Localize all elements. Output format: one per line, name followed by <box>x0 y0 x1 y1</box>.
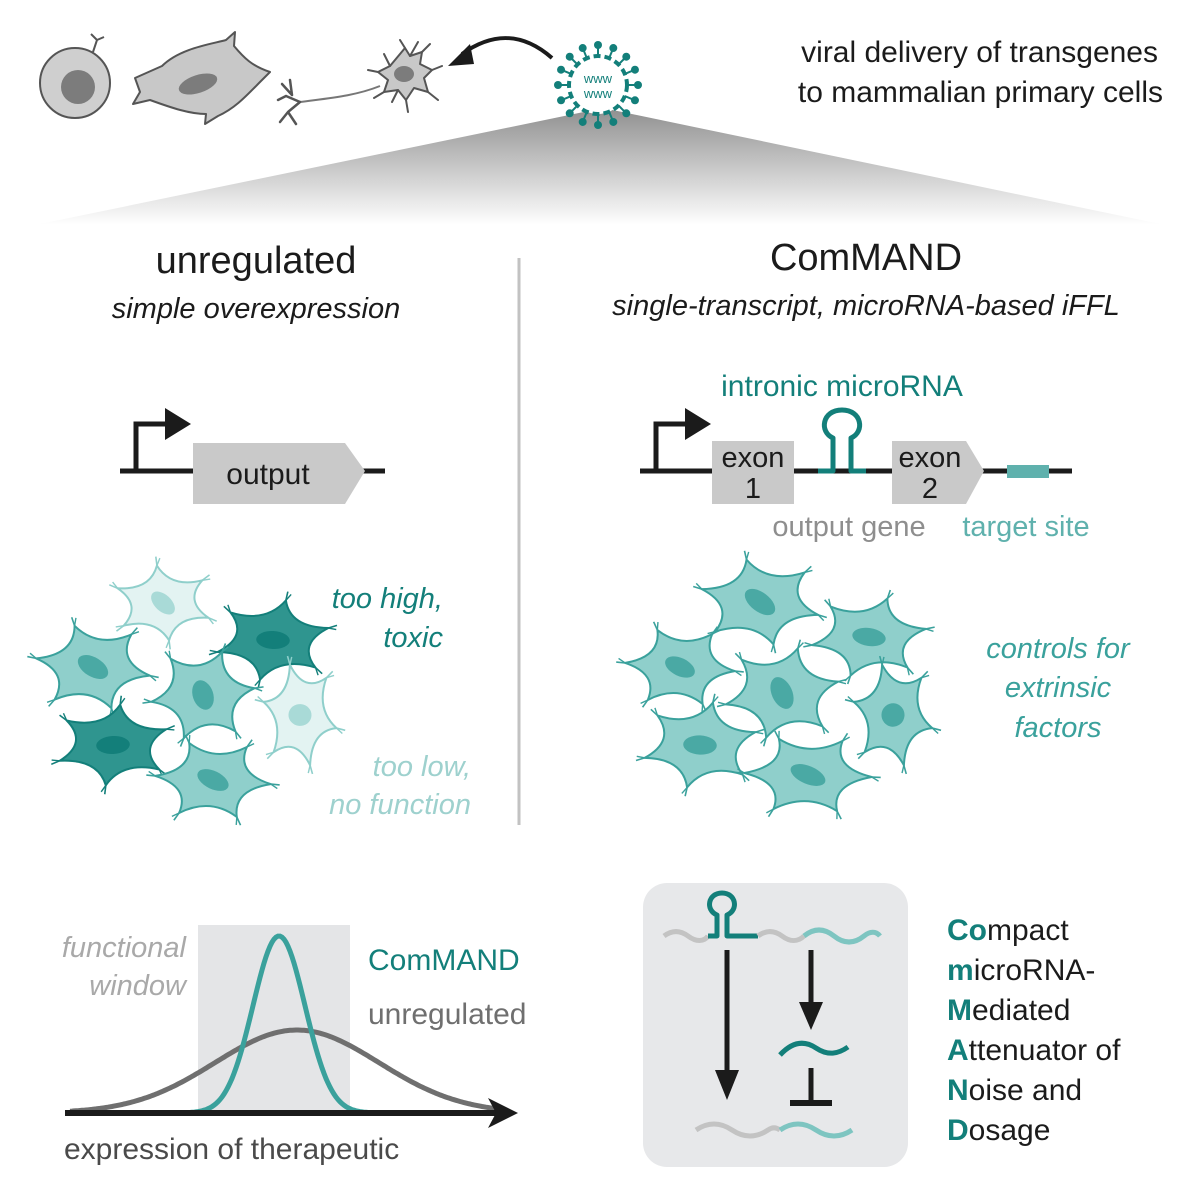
functional-window-line1: functional <box>62 932 188 964</box>
target-site-block <box>1007 465 1049 478</box>
delivery-text-line2: to mammalian primary cells <box>798 76 1163 109</box>
annotation-too-high-line2: toxic <box>383 622 443 654</box>
output-gene-caption: output gene <box>772 511 925 543</box>
mechanism-panel <box>643 883 908 1167</box>
delivery-fan <box>35 108 1165 225</box>
acronym-line: microRNA- <box>947 954 1095 987</box>
immune-cell-icon <box>39 33 111 119</box>
exon1-label-line1: exon <box>722 442 785 474</box>
acronym-rest: mpact <box>987 914 1069 947</box>
exon2-block <box>892 441 984 504</box>
left-subtitle: simple overexpression <box>112 293 401 325</box>
exon1-block <box>712 441 794 504</box>
x-axis-label: expression of therapeutic <box>64 1133 399 1166</box>
cell-mid-3 <box>27 616 159 718</box>
right-subtitle: single-transcript, microRNA-based iFFL <box>612 290 1120 322</box>
cell-regulated-1 <box>692 550 828 654</box>
target-site-caption: target site <box>962 511 1089 543</box>
output-gene-block <box>193 443 365 504</box>
cell-light-1 <box>108 556 218 650</box>
legend-command: ComMAND <box>368 944 520 977</box>
processing-arrow <box>799 950 823 1030</box>
promoter-arrow-icon <box>653 408 711 471</box>
acronym-rest: ttenuator of <box>969 1034 1121 1067</box>
cell-mid-4 <box>142 643 264 747</box>
cell-regulated-6 <box>635 693 765 797</box>
command-cell-cluster <box>616 550 942 820</box>
x-axis <box>65 1098 518 1128</box>
virus-genome-line1: www <box>583 71 613 86</box>
acronym-rest: icroRNA- <box>974 954 1096 987</box>
annotation-too-low-line1: too low, <box>373 751 471 783</box>
controls-text-line2: extrinsic <box>1005 672 1112 704</box>
cell-regulated-2 <box>803 589 935 685</box>
acronym-line: Mediated <box>947 994 1070 1027</box>
acronym-initial: M <box>947 994 972 1027</box>
functional-window-line2: window <box>89 970 188 1002</box>
acronym-line: Noise and <box>947 1074 1082 1107</box>
acronym-initial: N <box>947 1074 969 1107</box>
unregulated-curve <box>69 1027 501 1114</box>
delivery-text-line1: viral delivery of transgenes <box>801 36 1158 69</box>
acronym-initial: m <box>947 954 974 987</box>
legend-unregulated: unregulated <box>368 998 526 1031</box>
cell-mid-7 <box>146 734 280 826</box>
intronic-mirna-label: intronic microRNA <box>721 370 963 403</box>
transcription-arrow <box>715 950 739 1100</box>
acronym-rest: oise and <box>969 1074 1082 1107</box>
cell-regulated-5 <box>844 655 942 775</box>
command-construct: exon 1 exon 2 <box>640 407 1072 505</box>
repression-bar <box>790 1068 832 1106</box>
delivery-arrow <box>448 36 554 66</box>
acronym-line: Compact <box>947 914 1069 947</box>
acronym-line: Attenuator of <box>947 1034 1121 1067</box>
controls-text-line1: controls for <box>986 633 1131 665</box>
annotation-too-high-line1: too high, <box>332 583 443 615</box>
neuron-icon <box>276 39 443 126</box>
mechanism-transcript-top <box>662 890 882 945</box>
acronym-initial: Co <box>947 914 987 947</box>
cell-regulated-7 <box>735 730 881 820</box>
controls-text-line3: factors <box>1014 712 1101 744</box>
acronym-initial: D <box>947 1114 969 1147</box>
annotation-too-low-line2: no function <box>329 789 471 821</box>
acronym-line: Dosage <box>947 1114 1050 1147</box>
acronym-rest: osage <box>969 1114 1051 1147</box>
unregulated-construct: output <box>120 408 385 504</box>
cell-dark-6 <box>50 695 176 795</box>
left-title: unregulated <box>156 240 357 282</box>
unregulated-cell-cluster <box>27 556 346 826</box>
promoter-arrow-icon <box>133 408 191 471</box>
cell-light-5 <box>254 655 346 775</box>
acronym-rest: ediated <box>972 994 1070 1027</box>
mature-mirna <box>778 1040 850 1057</box>
exon2-label-line2: 2 <box>922 473 938 505</box>
exon2-label-line1: exon <box>899 442 962 474</box>
hairpin-icon <box>818 407 866 474</box>
functional-window-band <box>198 925 350 1115</box>
output-gene-label: output <box>226 458 310 491</box>
mechanism-transcript-bottom <box>694 1121 854 1139</box>
cell-regulated-4 <box>716 639 848 747</box>
acronym-initial: A <box>947 1034 969 1067</box>
virus-genome-line2: www <box>583 86 613 101</box>
exon1-label-line2: 1 <box>745 473 761 505</box>
fibroblast-icon <box>132 31 271 125</box>
right-title: ComMAND <box>770 237 962 279</box>
cell-regulated-3 <box>616 621 744 713</box>
